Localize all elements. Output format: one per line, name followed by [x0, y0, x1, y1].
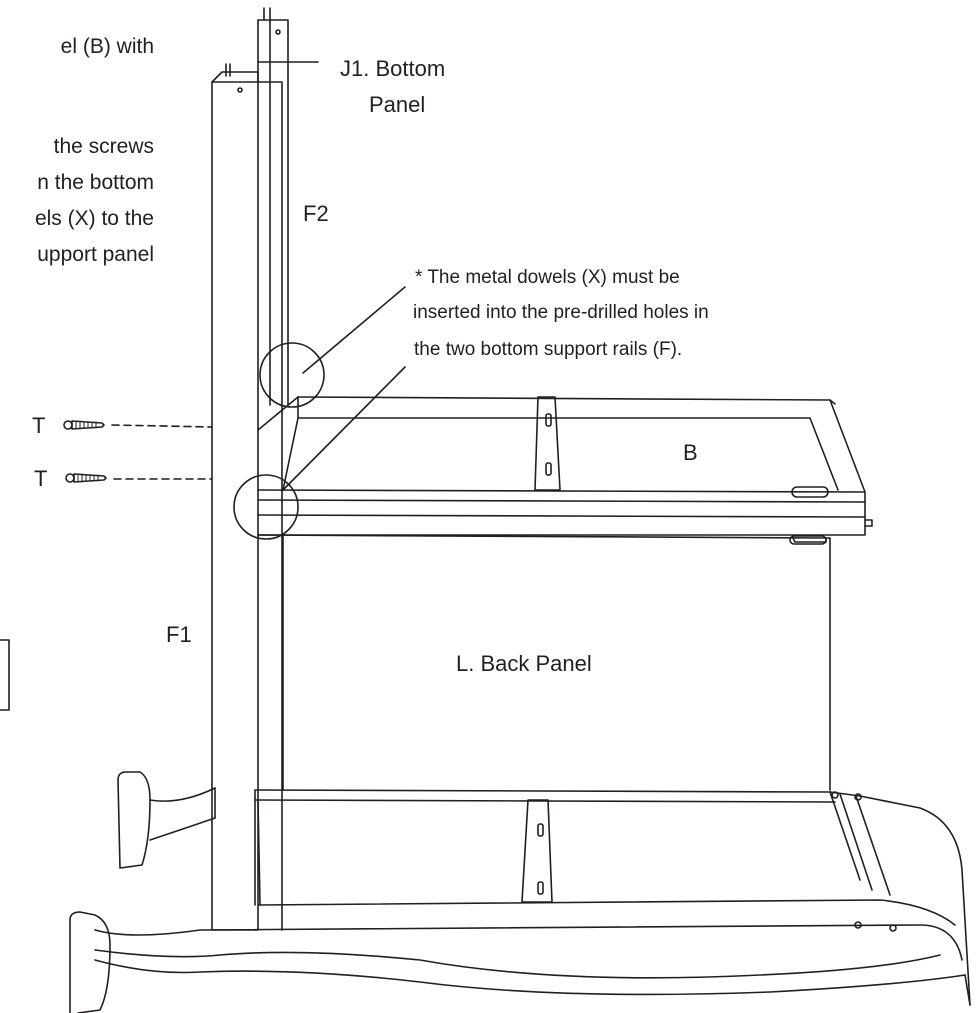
note-line-2: inserted into the pre-drilled holes in — [413, 302, 709, 323]
label-j1-bottom-panel-line1: J1. Bottom — [340, 56, 446, 81]
cropped-callout-box — [0, 639, 10, 711]
bottom-base-frame — [254, 789, 971, 1006]
label-b: B — [683, 440, 698, 465]
support-rail-f2 — [257, 7, 289, 406]
label-j1-bottom-panel-line2: Panel — [369, 92, 426, 117]
support-rail-f1 — [211, 63, 283, 931]
label-screw-t-upper: T — [32, 413, 46, 438]
bottom-panel-b — [257, 396, 873, 545]
leader-lines — [257, 61, 406, 492]
detail-circles — [233, 342, 325, 540]
screw-t-lower — [65, 473, 213, 483]
label-f2: F2 — [303, 201, 329, 226]
label-screw-t-lower: T — [34, 466, 48, 491]
label-back-panel: L. Back Panel — [456, 651, 592, 676]
instruction-line-2: the screws — [53, 135, 154, 158]
instruction-line-1: el (B) with — [60, 35, 154, 58]
note-line-3: the two bottom support rails (F). — [414, 339, 683, 360]
note-line-1: * The metal dowels (X) must be — [415, 267, 680, 288]
screw-t-upper — [63, 420, 213, 430]
instruction-line-4: els (X) to the — [34, 207, 154, 230]
base-foot — [69, 911, 971, 1013]
instruction-line-3: n the bottom — [37, 171, 154, 194]
instruction-line-5: upport panel — [37, 243, 154, 266]
side-foot — [117, 771, 216, 869]
label-f1: F1 — [166, 622, 192, 647]
